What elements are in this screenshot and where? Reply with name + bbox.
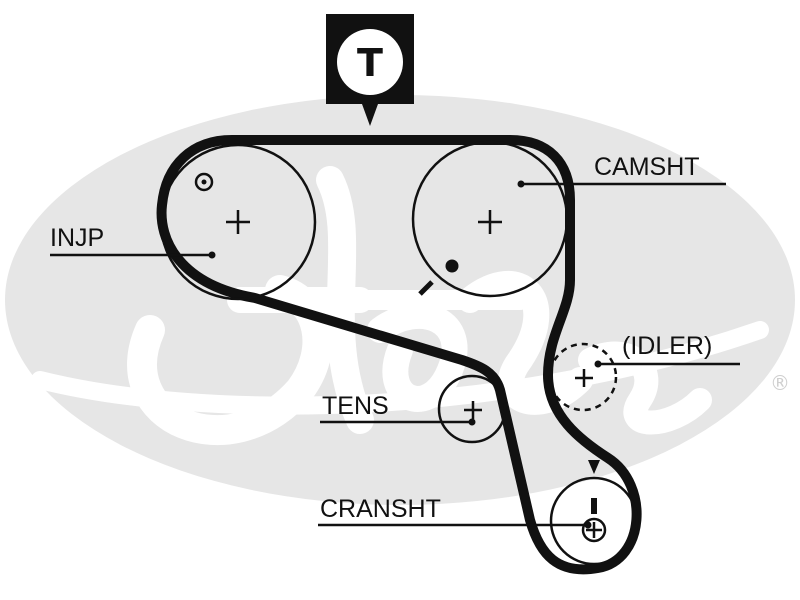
- crankshaft-pulley: [549, 460, 639, 566]
- timing-marker-letter: T: [357, 41, 383, 85]
- timing-marker: T: [326, 14, 414, 126]
- cam-center-cross: [478, 210, 502, 234]
- cam-fixed-mark: [418, 280, 434, 296]
- tensioner-label: TENS: [322, 392, 389, 420]
- tensioner-pulley: [437, 374, 507, 444]
- cransht-leader-dot: [584, 521, 592, 529]
- injp-timing-mark: [194, 172, 214, 192]
- idler-pulley: [548, 342, 618, 412]
- injection-pump-pulley: [159, 143, 317, 301]
- crank-center-cross: [586, 522, 602, 538]
- crank-hub-circle: [581, 517, 607, 543]
- camsht-leader-dot: [517, 180, 525, 188]
- idler-label: (IDLER): [622, 332, 712, 360]
- tens-center-cross: [464, 401, 482, 419]
- registered-symbol: ®: [770, 371, 790, 395]
- crank-pulley-circle: [549, 476, 639, 566]
- cam-timing-dot: [445, 259, 459, 273]
- idler-pulley-circle: [548, 342, 618, 412]
- injection-pump-label: INJP: [50, 224, 104, 252]
- leader-lines: [50, 182, 740, 527]
- leader-dots: [208, 180, 602, 529]
- injp-center-cross: [226, 210, 250, 234]
- crank-timing-mark: [591, 498, 597, 514]
- idler-center-cross: [575, 369, 593, 387]
- tens-pulley-circle: [437, 374, 507, 444]
- cam-pulley-circle: [411, 140, 569, 298]
- injp-pulley-circle: [159, 143, 317, 301]
- camshaft-pulley: [411, 140, 569, 298]
- camshaft-label: CAMSHT: [594, 153, 700, 181]
- crank-alignment-arrow: [588, 460, 600, 474]
- injp-leader-dot: [208, 251, 216, 259]
- timing-marker-circle: [337, 29, 403, 95]
- idler-leader-dot: [594, 360, 602, 368]
- tens-leader-dot: [468, 418, 476, 426]
- crankshaft-label: CRANSHT: [320, 495, 441, 523]
- belt-path: [156, 135, 642, 575]
- timing-belt: [156, 135, 642, 575]
